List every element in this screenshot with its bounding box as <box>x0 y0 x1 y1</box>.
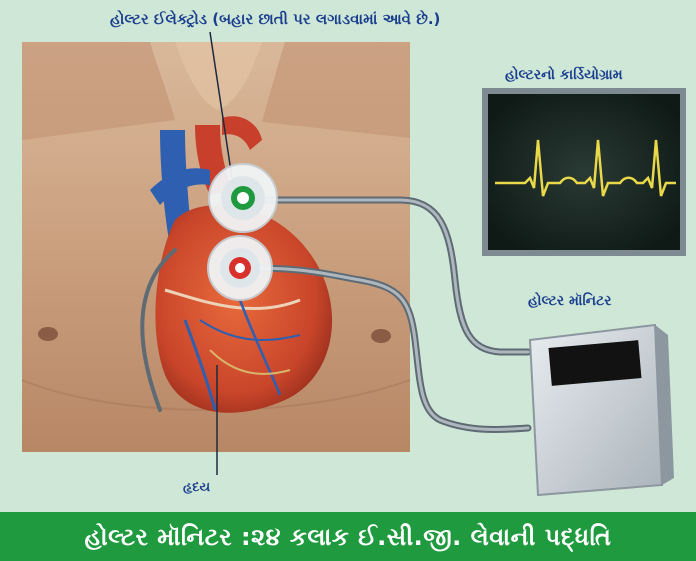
monitor-label: હોલ્ટર મૉનિટર <box>528 293 611 309</box>
holter-monitor-device <box>530 325 674 495</box>
electrode-label: હોલ્ટર ઈલેક્ટ્રોડ (બહાર છાતી પર લગાડવામા… <box>110 10 440 28</box>
monitor-display <box>549 340 642 386</box>
electrode-upper <box>209 164 277 232</box>
cardiogram-screen <box>482 88 686 256</box>
right-nipple <box>371 329 391 343</box>
caption-text: હોલ્ટર મૉનિટર :૨૪ કલાક ઈ.સી.જી. લેવાની પ… <box>85 523 612 551</box>
heart-label: હૃદય <box>183 480 210 495</box>
caption-banner: હોલ્ટર મૉનિટર :૨૪ કલાક ઈ.સી.જી. લેવાની પ… <box>0 512 696 561</box>
electrode-lower <box>208 236 272 300</box>
left-nipple <box>38 327 58 341</box>
cardiogram-label: હોલ્ટરનો કાર્ડિયોગ્રામ <box>505 67 623 83</box>
